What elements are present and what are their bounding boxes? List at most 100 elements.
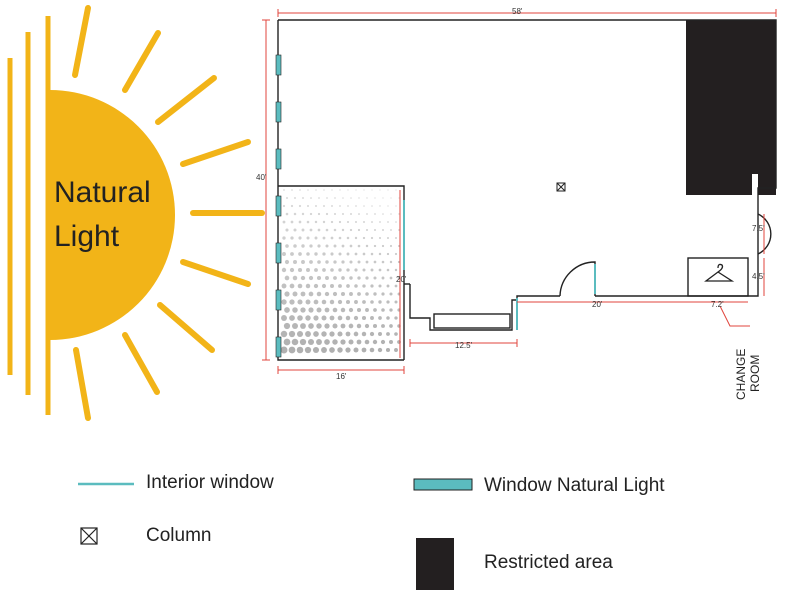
light-dot [338, 220, 342, 224]
light-dot [321, 299, 327, 305]
light-dot [365, 260, 369, 264]
light-dot [338, 284, 342, 288]
light-dot [325, 212, 329, 216]
light-dot [371, 205, 373, 207]
window-natural-light [275, 289, 282, 311]
light-dot [283, 338, 291, 346]
light-dot [345, 299, 351, 305]
inner-wall-light-zone [278, 185, 405, 360]
light-dot [302, 197, 304, 199]
light-dot [362, 236, 366, 240]
light-dot [365, 228, 369, 232]
light-dot [369, 347, 375, 353]
light-dot [342, 197, 344, 199]
light-dot [394, 348, 398, 352]
light-dot [370, 284, 374, 288]
light-dot [337, 299, 343, 305]
restricted-area [686, 20, 776, 195]
light-dot [380, 339, 386, 345]
sun-ray [122, 332, 160, 395]
light-dot [386, 252, 390, 256]
light-dot [341, 276, 345, 280]
light-dot [386, 316, 390, 320]
light-dot [290, 236, 294, 240]
dimension-lines [262, 9, 777, 374]
light-dot [358, 197, 360, 199]
light-dot [333, 244, 337, 248]
light-dot [305, 331, 311, 337]
light-dot [300, 275, 306, 281]
light-dot [365, 244, 369, 248]
light-dot [370, 236, 374, 240]
light-dot [281, 315, 287, 321]
light-dot [378, 300, 382, 304]
light-dot [381, 260, 385, 264]
light-dot [321, 331, 327, 337]
light-dot [381, 244, 385, 248]
light-dot [321, 315, 327, 321]
light-dot [331, 189, 333, 191]
light-dot [354, 284, 358, 288]
light-dot [330, 220, 334, 224]
light-dot [340, 307, 346, 313]
light-dot [386, 300, 390, 304]
light-dot [308, 291, 314, 297]
light-dot [389, 260, 393, 264]
light-dot [370, 316, 374, 320]
light-dot [297, 299, 303, 305]
light-dot [301, 228, 305, 232]
light-dot [299, 338, 307, 346]
light-dot [284, 307, 290, 313]
light-dot [281, 299, 287, 305]
light-dot [389, 324, 393, 328]
light-dot [381, 324, 385, 328]
light-dot [322, 268, 326, 272]
light-dot [322, 220, 326, 224]
light-dot [395, 205, 397, 207]
light-dot [356, 307, 362, 313]
light-dot [325, 228, 329, 232]
light-dot [309, 212, 313, 216]
light-dot [390, 229, 392, 231]
light-dot [373, 292, 377, 296]
light-dot [296, 346, 304, 354]
light-dot [304, 346, 312, 354]
light-dot [314, 220, 318, 224]
light-dot [305, 283, 311, 289]
light-dot [378, 268, 382, 272]
sun-label-line1: Natural [54, 176, 151, 209]
light-dot [293, 228, 297, 232]
light-dot [357, 260, 361, 264]
light-dot [326, 197, 328, 199]
light-dot [281, 283, 287, 289]
light-dot [378, 284, 382, 288]
dim-label-change-room-width: 7.2' [711, 300, 724, 309]
light-dot [361, 315, 367, 321]
light-dot [285, 228, 289, 232]
light-dot [390, 213, 392, 215]
light-dot [331, 205, 333, 207]
light-dot [291, 338, 299, 346]
light-dot [354, 268, 358, 272]
light-dot [378, 316, 382, 320]
light-dot [386, 284, 390, 288]
light-dot [323, 205, 325, 207]
light-dot [378, 236, 382, 240]
light-dot [346, 268, 350, 272]
door-swing-right [757, 213, 772, 255]
light-dot [338, 236, 342, 240]
light-dot [354, 220, 358, 224]
light-dot [382, 197, 384, 199]
light-dot [289, 267, 295, 273]
light-dot [292, 307, 298, 313]
change-room [687, 257, 749, 297]
legend-interior-window-label: Interior window [146, 472, 274, 493]
light-dot [306, 220, 310, 224]
light-dot [364, 323, 370, 329]
light-dot [394, 300, 398, 304]
light-dot [370, 252, 374, 256]
light-dot [382, 213, 384, 215]
light-dot [389, 308, 393, 312]
sun-ray [72, 5, 91, 78]
light-dot [323, 189, 325, 191]
